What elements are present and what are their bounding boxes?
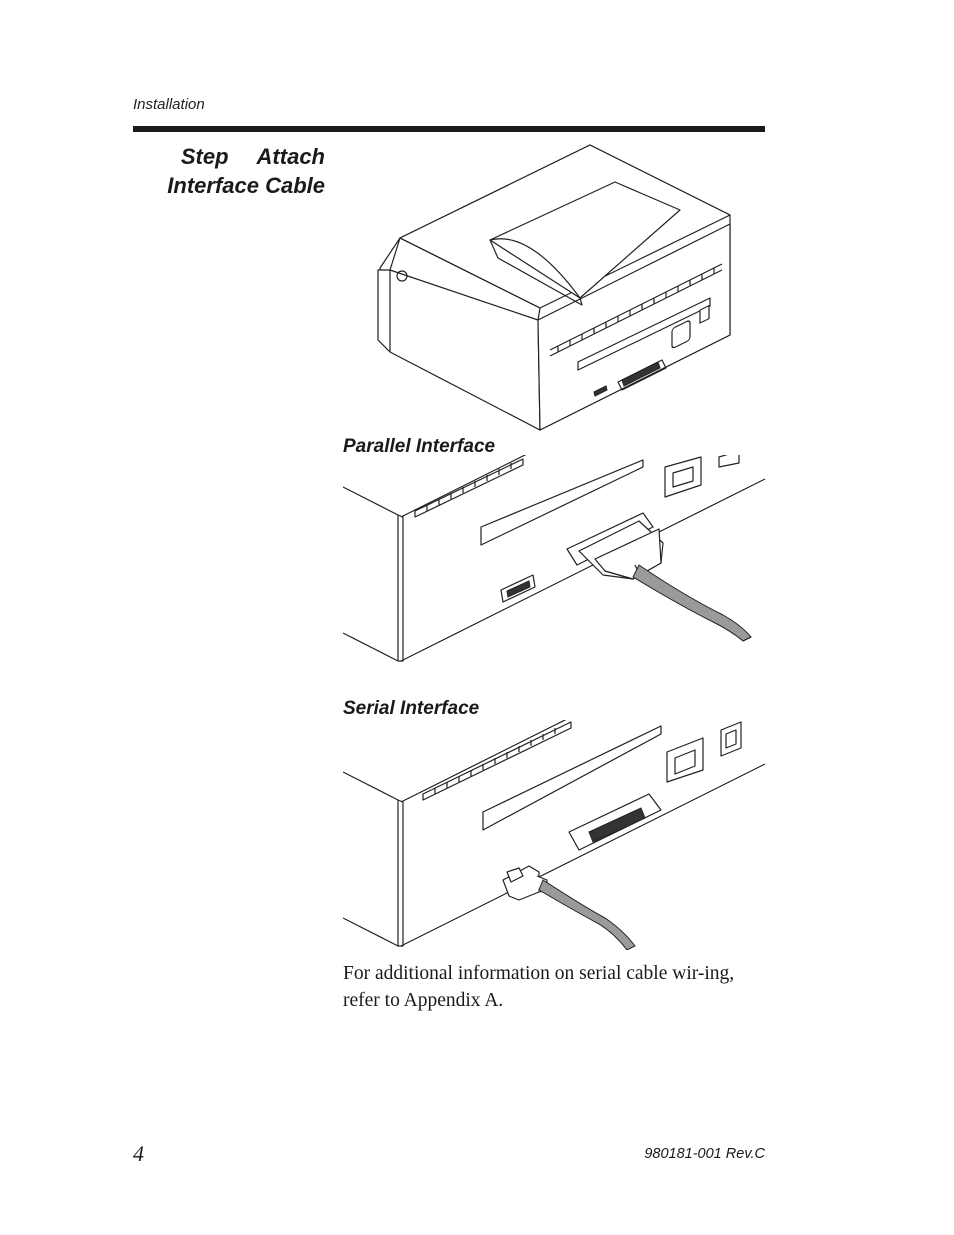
header-rule (133, 126, 765, 132)
serial-cable-note: For additional information on serial cab… (343, 963, 735, 1011)
printer-overview-illustration (377, 144, 731, 431)
parallel-interface-illustration (343, 455, 766, 662)
serial-interface-illustration (343, 720, 766, 950)
step-title-line2: Interface Cable (167, 173, 325, 198)
page-number: 4 (133, 1141, 144, 1166)
step-title-line1: Attach (256, 144, 325, 169)
step-heading: Step Attach Interface Cable (167, 142, 325, 200)
parallel-interface-label: Parallel Interface (343, 436, 498, 458)
step-word: Step (180, 144, 229, 169)
serial-interface-label: Serial Interface (343, 698, 482, 720)
running-header: Installation (133, 96, 205, 113)
document-number: 980181-001 Rev.C (644, 1146, 765, 1162)
